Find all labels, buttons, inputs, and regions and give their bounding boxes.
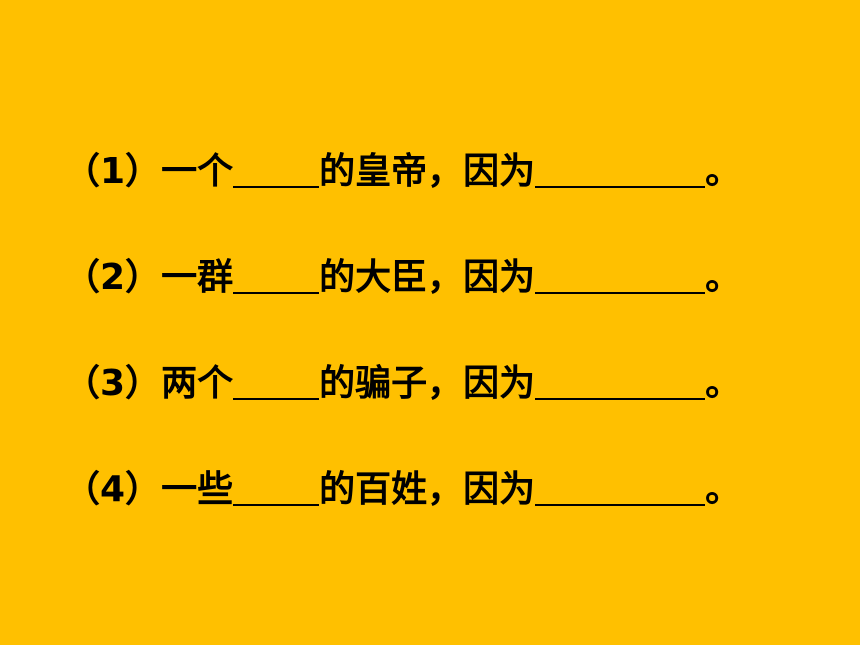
item-subject: 一些 [161,469,234,510]
item-end: 。 [705,363,742,404]
reason-blank[interactable] [535,468,706,506]
item-number: （2） [64,257,162,298]
reason-blank[interactable] [535,362,706,400]
item-subject: 两个 [161,363,234,404]
item-noun: 的大臣，因为 [319,257,536,298]
item-number: （1） [64,151,162,192]
adjective-blank[interactable] [233,468,320,506]
item-noun: 的百姓，因为 [319,469,536,510]
sentence-line-3: （3） 两个 的骗子，因为 。 [64,352,741,402]
reason-blank[interactable] [535,150,706,188]
item-end: 。 [705,151,742,192]
adjective-blank[interactable] [233,362,320,400]
item-number: （3） [64,363,162,404]
reason-blank[interactable] [535,256,706,294]
sentence-line-2: （2） 一群 的大臣，因为 。 [64,246,741,296]
sentence-line-4: （4） 一些 的百姓，因为 。 [64,458,741,508]
item-subject: 一群 [161,257,234,298]
item-subject: 一个 [161,151,234,192]
adjective-blank[interactable] [233,150,320,188]
item-number: （4） [64,469,162,510]
item-noun: 的皇帝，因为 [319,151,536,192]
item-noun: 的骗子，因为 [319,363,536,404]
item-end: 。 [705,257,742,298]
adjective-blank[interactable] [233,256,320,294]
sentence-line-1: （1） 一个 的皇帝，因为 。 [64,140,741,190]
item-end: 。 [705,469,742,510]
